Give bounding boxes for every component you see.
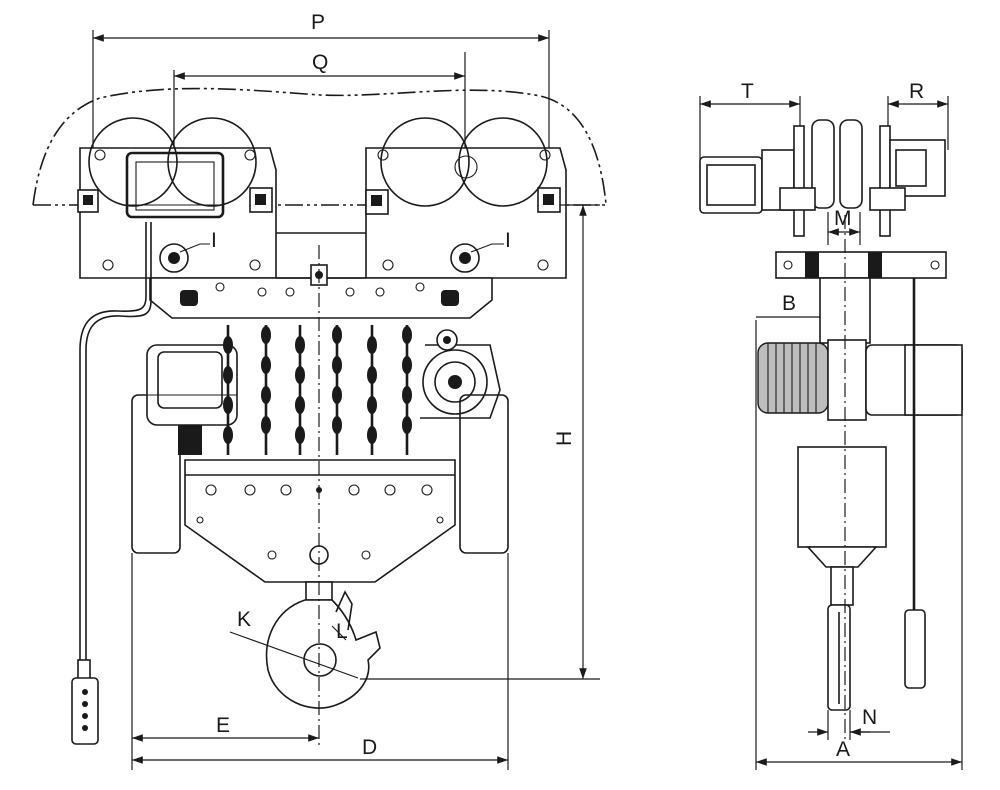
label-p: P xyxy=(311,11,325,34)
side-bottom-block xyxy=(797,446,887,711)
label-q: Q xyxy=(312,51,328,74)
label-l: L xyxy=(336,620,348,643)
label-i-right: I xyxy=(505,229,511,252)
right-trolley-frame xyxy=(365,117,567,279)
side-view: T R xyxy=(699,80,963,770)
connecting-beam xyxy=(149,232,493,319)
dimension-n: N xyxy=(808,706,890,740)
label-n: N xyxy=(862,706,877,729)
hoist-motor xyxy=(131,329,509,554)
front-view: P Q xyxy=(32,11,607,770)
label-k: K xyxy=(237,608,251,631)
label-b: B xyxy=(782,292,796,315)
pendant-control xyxy=(71,677,99,745)
hook xyxy=(265,581,381,709)
label-t: T xyxy=(741,80,754,103)
bottom-hook-block xyxy=(184,459,456,583)
label-m: M xyxy=(834,207,852,230)
dimension-d: D xyxy=(132,553,509,770)
dimension-h: H xyxy=(360,204,600,680)
left-trolley-frame xyxy=(77,117,277,279)
load-chain-falls xyxy=(223,325,412,455)
rail-phantom-outline xyxy=(32,87,607,206)
side-hoist-body xyxy=(757,277,963,421)
side-trolley xyxy=(699,119,947,279)
dimension-t: T xyxy=(699,80,801,160)
label-i-left: I xyxy=(211,229,217,252)
side-pendant xyxy=(904,609,926,689)
dimension-e: E xyxy=(131,553,319,770)
label-r: R xyxy=(909,80,924,103)
dimension-m: M xyxy=(827,207,861,245)
dimension-a: A xyxy=(755,320,963,770)
dimension-r: R xyxy=(887,80,949,150)
label-e: E xyxy=(216,714,230,737)
label-h: H xyxy=(553,431,576,446)
label-a: A xyxy=(836,738,850,761)
label-d: D xyxy=(362,736,377,759)
dimension-b: B xyxy=(756,292,826,318)
